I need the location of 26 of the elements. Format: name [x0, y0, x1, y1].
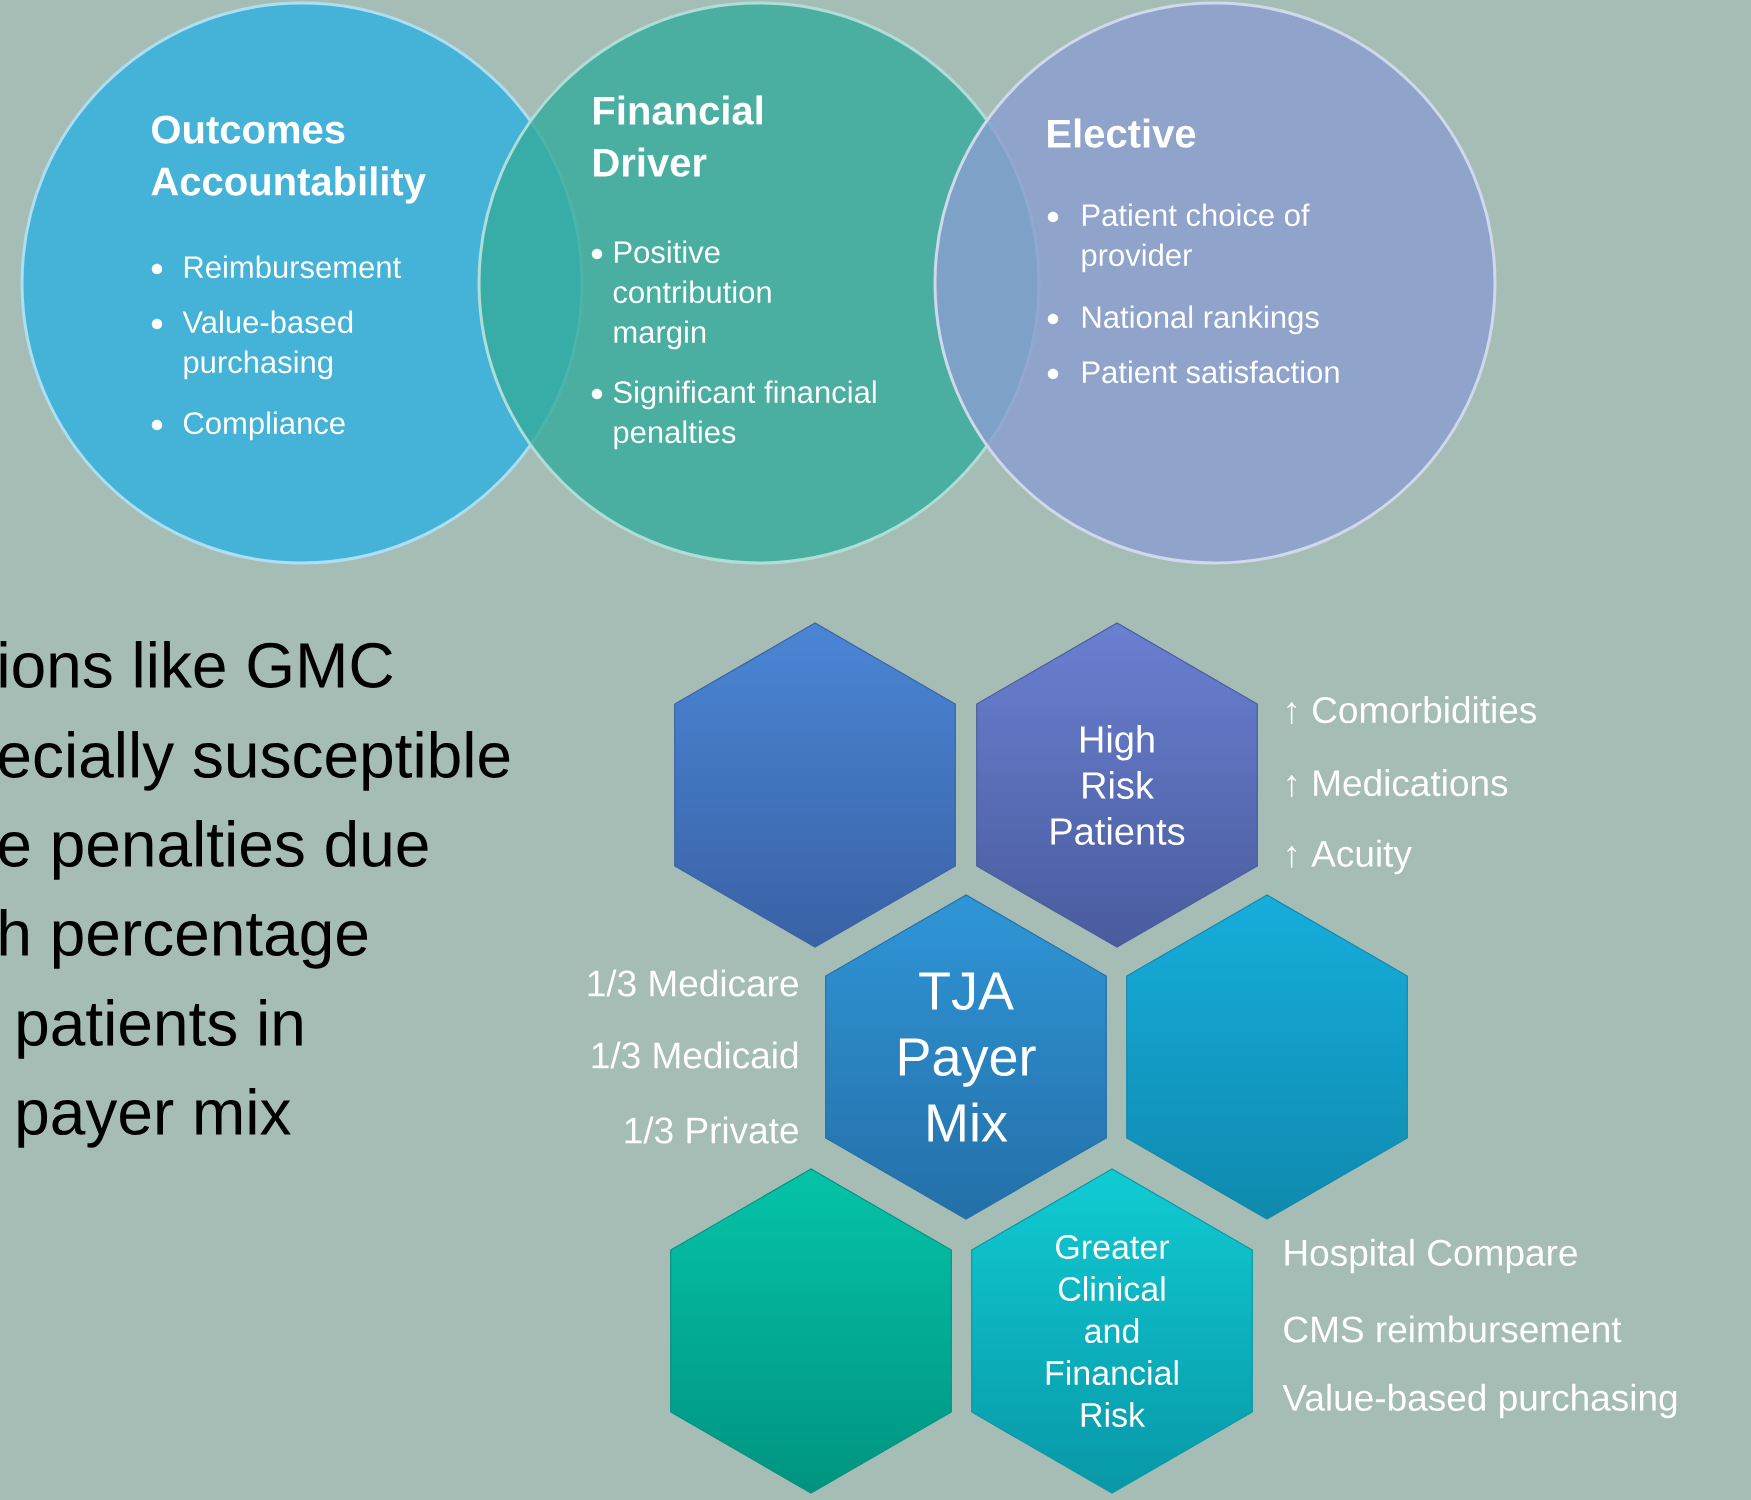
- side-note: ↑ Medications: [1287, 769, 1508, 797]
- bullet-item: Patient satisfaction: [1082, 360, 1339, 384]
- bullet-item: Value-based purchasing: [182, 310, 353, 380]
- side-note: ↑ Comorbidities: [1287, 696, 1536, 724]
- bullet-item: Reimbursement: [184, 255, 401, 279]
- body-text-line: e penalties due: [0, 820, 428, 880]
- side-note: Value-based purchasing: [1282, 1383, 1677, 1419]
- side-note: 1/3 Medicare: [588, 969, 798, 997]
- body-text-line: h percentage: [0, 909, 368, 969]
- circle-heading: Financial Driver: [594, 95, 762, 177]
- bullet-item: Compliance: [183, 411, 345, 441]
- bullet-item: Significant financial penalties: [613, 380, 876, 450]
- body-text-line: ions like GMC: [0, 641, 393, 689]
- side-note: ↑ Acuity: [1287, 839, 1412, 875]
- bullet-item: National rankings: [1082, 305, 1319, 335]
- bullet-item: Patient choice of provider: [1082, 203, 1310, 273]
- side-note: 1/3 Private: [625, 1116, 798, 1144]
- side-note: Hospital Compare: [1285, 1238, 1577, 1274]
- body-text-line: patients in: [18, 999, 302, 1059]
- side-note: 1/3 Medicaid: [592, 1041, 798, 1069]
- circle-heading: Outcomes Accountability: [151, 115, 426, 204]
- side-note: CMS reimbursement: [1284, 1315, 1622, 1343]
- body-text-line: ecially susceptible: [0, 731, 510, 791]
- circle-heading: Elective: [1048, 118, 1196, 148]
- body-text-line: payer mix: [18, 1088, 291, 1148]
- bullet-item: Positive contribution margin: [613, 240, 771, 350]
